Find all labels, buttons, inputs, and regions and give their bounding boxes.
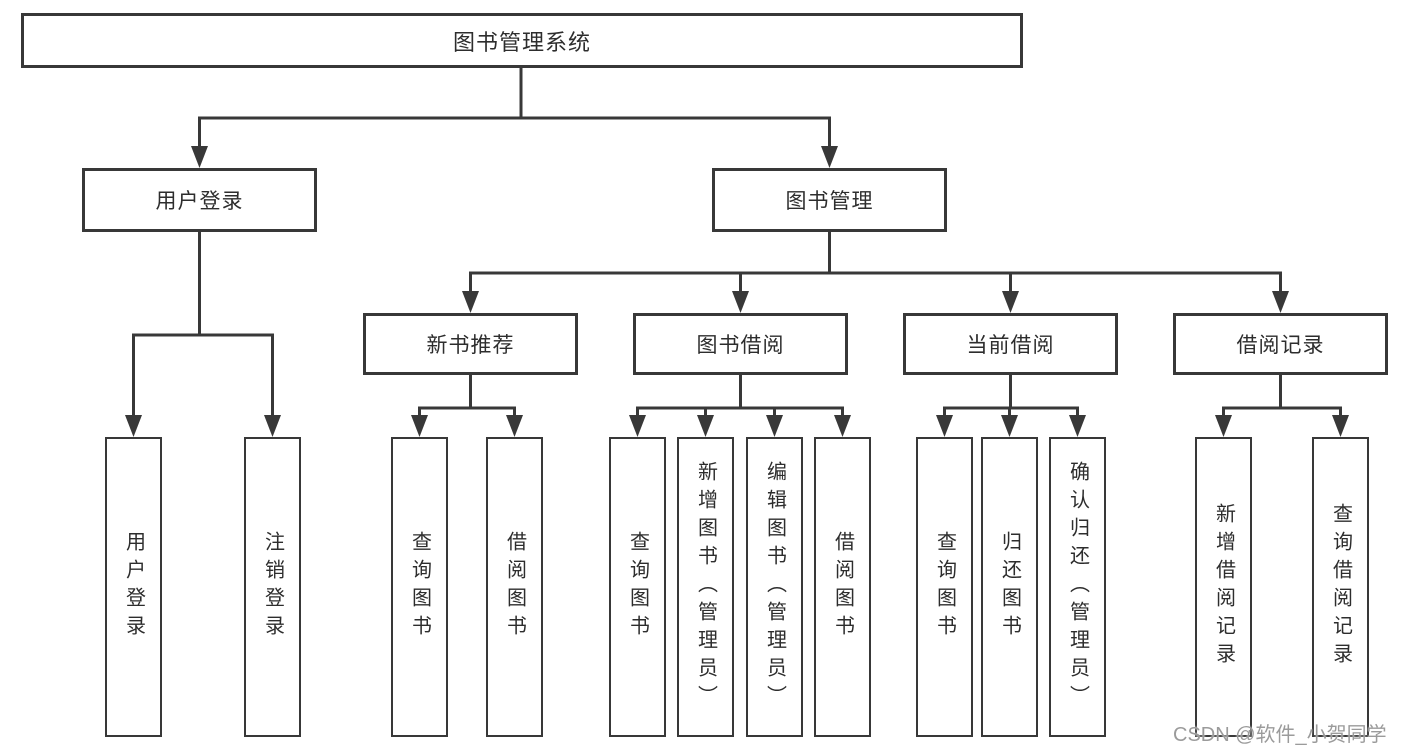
node-book-borrow: 图书借阅 (633, 313, 848, 375)
leaf-records-query-record: 查询借阅记录 (1312, 437, 1369, 737)
leaf-borrow-borrow-books: 借阅图书 (814, 437, 871, 737)
leaf-current-query-books: 查询图书 (916, 437, 973, 737)
leaf-user-login: 用户登录 (105, 437, 162, 737)
node-library-system: 图书管理系统 (21, 13, 1023, 68)
connector-recommend-to-leaves (418, 375, 516, 420)
leaf-logout: 注销登录 (244, 437, 301, 737)
connector-borrow-to-leaves (636, 375, 844, 420)
connector-user-login-to-leaves (132, 232, 274, 419)
connector-records-to-leaves (1222, 375, 1342, 420)
node-current-borrow: 当前借阅 (903, 313, 1118, 375)
leaf-recommend-query-books: 查询图书 (391, 437, 448, 737)
connector-current-to-leaves (943, 375, 1079, 420)
node-user-login: 用户登录 (82, 168, 317, 232)
leaf-records-add-record: 新增借阅记录 (1195, 437, 1252, 737)
watermark: CSDN @软件_小贺同学 (1173, 724, 1387, 746)
connector-root-to-level2 (198, 68, 831, 150)
leaf-borrow-edit-books-admin: 编辑图书（管理员） (746, 437, 803, 737)
connector-book-management-to-level3 (469, 232, 1282, 295)
node-borrow-records: 借阅记录 (1173, 313, 1388, 375)
node-book-management: 图书管理 (712, 168, 947, 232)
leaf-borrow-add-books-admin: 新增图书（管理员） (677, 437, 734, 737)
leaf-recommend-borrow-books: 借阅图书 (486, 437, 543, 737)
leaf-current-confirm-return-admin: 确认归还（管理员） (1049, 437, 1106, 737)
leaf-borrow-query-books: 查询图书 (609, 437, 666, 737)
leaf-current-return-books: 归还图书 (981, 437, 1038, 737)
node-new-book-recommend: 新书推荐 (363, 313, 578, 375)
